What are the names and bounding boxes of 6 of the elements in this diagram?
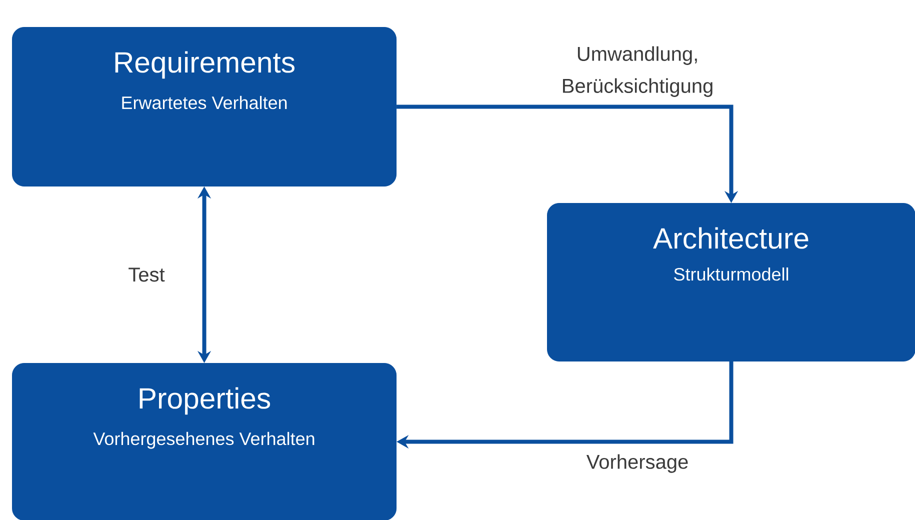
process-box: Architecture Strukturmodell bbox=[547, 203, 915, 362]
edge-label: Test bbox=[128, 268, 165, 282]
process-box: Requirements Erwartetes Verhalten bbox=[12, 27, 397, 186]
process-box: Properties Vorhergesehenes Verhalten bbox=[12, 363, 397, 520]
edge-label: Vorhersage bbox=[586, 454, 688, 473]
edge-label: Umwandlung, Berücksichtigung bbox=[563, 46, 712, 97]
